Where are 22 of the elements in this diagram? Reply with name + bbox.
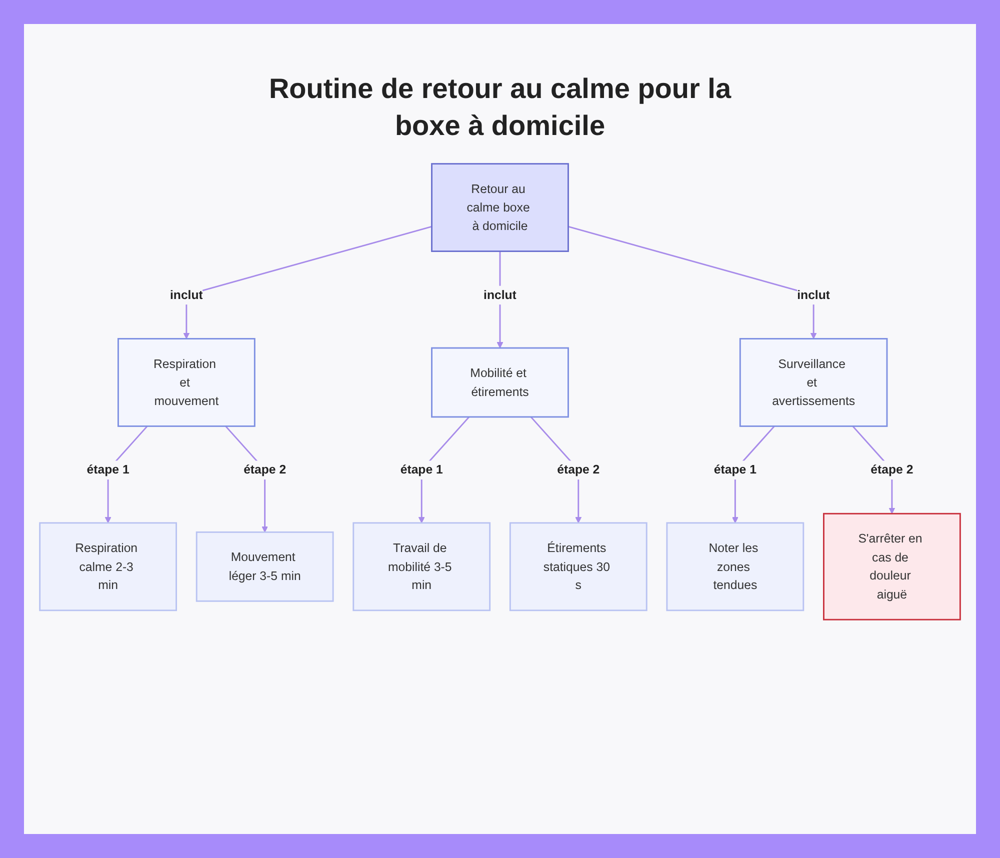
edge-label: inclut xyxy=(797,288,830,302)
node-box: S'arrêter en cas de douleur aiguë xyxy=(823,512,961,620)
edge-label: étape 1 xyxy=(86,462,130,477)
node-box: Noter les zones tendues xyxy=(666,522,804,612)
node-box: Respiration calme 2-3 min xyxy=(39,522,177,612)
node-box: Mouvement léger 3-5 min xyxy=(196,531,334,602)
edge-label: étape 1 xyxy=(400,462,443,477)
node-box: Mobilité et étirements xyxy=(431,347,569,418)
diagram-title: Routine de retour au calme pour la boxe à domicile xyxy=(268,72,732,143)
node-box: Travail de mobilité 3-5 min xyxy=(352,522,491,612)
node-box: Étirements statiques 30 s xyxy=(509,522,648,612)
edge-label: étape 2 xyxy=(244,462,286,477)
node-box: Surveillance et avertissements xyxy=(739,338,888,427)
arrow xyxy=(183,226,432,340)
arrow xyxy=(568,226,817,340)
node-box: Respiration et mouvement xyxy=(117,338,256,427)
edge-label: inclut xyxy=(170,288,203,302)
edge-label: étape 2 xyxy=(870,462,914,477)
node-box: Retour au calme boxe à domicile xyxy=(431,163,569,252)
edge-label: étape 2 xyxy=(557,462,600,477)
edge-label: inclut xyxy=(484,288,516,302)
edge-label: étape 1 xyxy=(714,462,756,477)
